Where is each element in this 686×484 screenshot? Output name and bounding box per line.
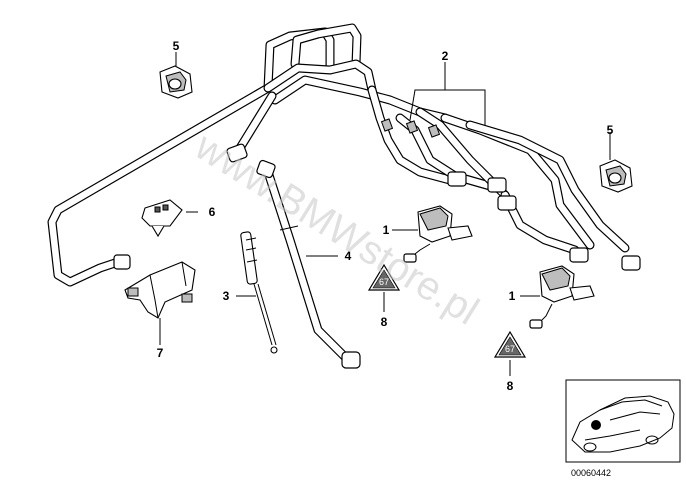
hose-clip-upper-left <box>159 65 193 99</box>
warning-label-left-text: 67 <box>379 277 389 287</box>
callout-1a: 1 <box>383 223 390 237</box>
callout-2: 2 <box>442 49 449 63</box>
leader-lines <box>159 52 611 376</box>
callout-labels: 5 5 2 6 7 3 4 1 1 8 8 <box>157 39 614 393</box>
callout-4: 4 <box>345 249 352 263</box>
callout-7: 7 <box>157 346 164 360</box>
hose-segment <box>256 159 361 369</box>
warning-label-right: 67 <box>493 330 527 358</box>
vehicle-locator-thumbnail <box>565 379 681 463</box>
warning-label-right-text: 67 <box>505 344 515 354</box>
callout-3: 3 <box>223 289 230 303</box>
callout-6: 6 <box>209 205 216 219</box>
callout-1b: 1 <box>509 289 516 303</box>
warning-label-left: 67 <box>367 263 401 291</box>
hose-assembly-main <box>47 23 450 287</box>
callout-5b: 5 <box>607 123 614 137</box>
washer-nozzle-upper <box>403 205 473 263</box>
level-sensor <box>240 231 278 354</box>
washer-nozzle-lower <box>529 265 595 329</box>
callout-8b: 8 <box>507 379 514 393</box>
mounting-clip <box>141 199 183 238</box>
hose-bracket <box>124 261 196 319</box>
hose-clip-right <box>599 159 633 193</box>
hose-bundle-right <box>367 85 641 271</box>
diagram-id: 00060442 <box>571 468 611 478</box>
callout-8a: 8 <box>381 315 388 329</box>
callout-5a: 5 <box>173 39 180 53</box>
